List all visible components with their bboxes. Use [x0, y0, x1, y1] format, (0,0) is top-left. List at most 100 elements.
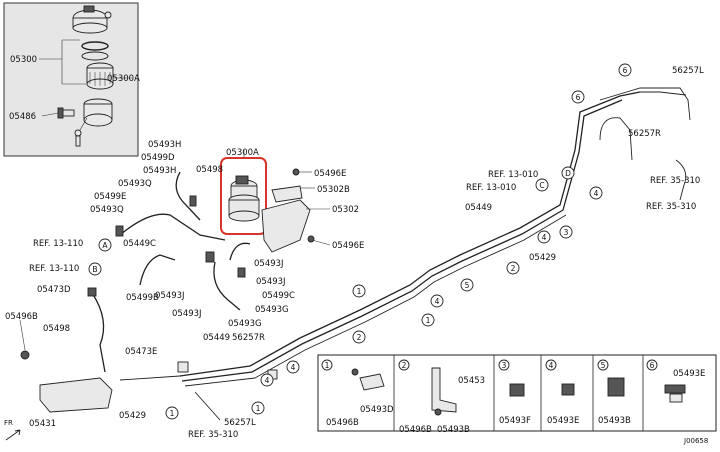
legend-05493B-5: 05493B	[598, 416, 631, 426]
label-05493H-1: 05493H	[148, 140, 181, 150]
label-05499E: 05499E	[94, 192, 126, 202]
legend-num-2: 2	[402, 361, 407, 370]
mount-bracket-part	[19, 319, 113, 413]
label-05449-right: 05449	[465, 203, 492, 213]
label-05449-left: 05449	[203, 333, 230, 343]
diagram-code: J00658	[683, 437, 708, 445]
fr-label: FR	[4, 419, 13, 427]
label-05499C: 05499C	[262, 291, 295, 301]
legend-05493E-6: 05493E	[673, 369, 705, 379]
middle-labels: 05493J 05493J 05499C 05493G	[254, 259, 295, 315]
label-05300A: 05300A	[107, 74, 140, 84]
label-05429-right: 05429	[529, 253, 556, 263]
filter-element-part	[86, 62, 114, 90]
pump-head-part	[72, 5, 112, 34]
legend-table: 1 05493D 05496B 2 05453 05496B 05493B 3 …	[317, 354, 717, 435]
label-05499B: 05499B	[126, 293, 159, 303]
ref-4-low2: 4	[265, 376, 270, 385]
ref-1-low: 1	[170, 409, 175, 418]
label-05496E-top: 05496E	[314, 169, 346, 179]
label-56257L-right: 56257L	[672, 66, 704, 76]
legend-num-4: 4	[549, 361, 554, 370]
legend-05493D: 05493D	[360, 405, 394, 415]
label-05493Q-2: 05493Q	[90, 205, 124, 215]
highlight-frame	[220, 157, 267, 235]
label-05493G-left: 05493G	[228, 319, 262, 329]
label-05302B: 05302B	[317, 185, 350, 195]
ref-6-top: 6	[623, 66, 628, 75]
ref-circle-B: B	[92, 265, 97, 274]
label-05493J-mid2: 05493J	[256, 277, 286, 287]
label-56257L-left: 56257L	[224, 418, 256, 428]
label-ref-13-110-2: REF. 13-110	[29, 264, 79, 274]
label-05449C: 05449C	[123, 239, 156, 249]
label-05486: 05486	[9, 112, 36, 122]
ref-6-mid: 6	[576, 93, 581, 102]
ref-1-low2: 1	[256, 404, 261, 413]
label-05300A-center: 05300A	[226, 148, 259, 158]
ref-5-right: 5	[465, 281, 470, 290]
label-56257R-left: 56257R	[232, 333, 265, 343]
label-ref-13-010-1: REF. 13-010	[488, 170, 538, 180]
label-ref-35-310-left: REF. 35-310	[188, 430, 238, 440]
label-05493J-mid1: 05493J	[254, 259, 284, 269]
ref-2-right: 2	[511, 264, 516, 273]
filter-bowl-part	[74, 98, 113, 147]
legend-05493B-2: 05493B	[437, 425, 470, 435]
fr-arrow-icon	[5, 429, 21, 441]
label-05429-left: 05429	[119, 411, 146, 421]
legend-05493E-4: 05493E	[547, 416, 579, 426]
o-rings-part	[81, 41, 109, 61]
label-05493G-mid: 05493G	[255, 305, 289, 315]
ref-4-right2: 4	[542, 233, 547, 242]
ref-1-mid2: 1	[426, 316, 431, 325]
legend-05453: 05453	[458, 376, 485, 386]
ref-4-mid: 4	[435, 297, 440, 306]
fuel-lines	[91, 87, 691, 421]
ref-2-mid: 2	[357, 333, 362, 342]
footer: FR J00658	[4, 419, 708, 445]
filter-bracket-part	[261, 185, 311, 253]
legend-05493F: 05493F	[499, 416, 531, 426]
left-labels: 05493H 05499D 05493H 05493Q 05499E 05493…	[5, 140, 265, 440]
label-ref-35-310-1: REF. 35-310	[650, 176, 700, 186]
inset-panel: 05300 05300A 05486	[3, 2, 140, 157]
label-05300: 05300	[10, 55, 37, 65]
label-ref-13-110-1: REF. 13-110	[33, 239, 83, 249]
legend-num-6: 6	[650, 361, 655, 370]
ref-1-mid: 1	[357, 287, 362, 296]
legend-05496B-1: 05496B	[326, 418, 359, 428]
sensor-part	[57, 107, 75, 119]
ref-4-right: 4	[594, 189, 599, 198]
label-05473E: 05473E	[125, 347, 157, 357]
legend-num-1: 1	[325, 361, 330, 370]
circle-refs: A B C D 6 6 4 3 4 2 5 4 1 1 2 4 4 1 1	[88, 63, 632, 420]
ref-3-right: 3	[564, 228, 569, 237]
clip-parts	[87, 195, 278, 380]
label-05493Q-1: 05493Q	[118, 179, 152, 189]
fuel-filter-group: 05300A 05498 05496E 05302B 05302 05496E	[196, 148, 364, 253]
label-05498-center: 05498	[196, 165, 223, 175]
label-ref-35-310-2: REF. 35-310	[646, 202, 696, 212]
label-05498-left: 05498	[43, 324, 70, 334]
label-05496B: 05496B	[5, 312, 38, 322]
label-05431: 05431	[29, 419, 56, 429]
label-05493J-left2: 05493J	[172, 309, 202, 319]
label-05499D: 05499D	[141, 153, 175, 163]
label-05493J-left: 05493J	[155, 291, 185, 301]
label-05302: 05302	[332, 205, 359, 215]
label-56257R-right: 56257R	[628, 129, 661, 139]
label-ref-13-010-2: REF. 13-010	[466, 183, 516, 193]
right-labels: 56257L 56257R REF. 13-010 REF. 13-010 RE…	[465, 66, 704, 263]
legend-num-3: 3	[502, 361, 507, 370]
ref-circle-D: D	[565, 169, 571, 178]
label-05493H-2: 05493H	[143, 166, 176, 176]
fuel-filter-part	[228, 175, 260, 222]
legend-05496B-2: 05496B	[399, 425, 432, 435]
ref-4-low: 4	[291, 363, 296, 372]
label-05496E-bottom: 05496E	[332, 241, 364, 251]
legend-num-5: 5	[601, 361, 606, 370]
label-05473D: 05473D	[37, 285, 71, 295]
